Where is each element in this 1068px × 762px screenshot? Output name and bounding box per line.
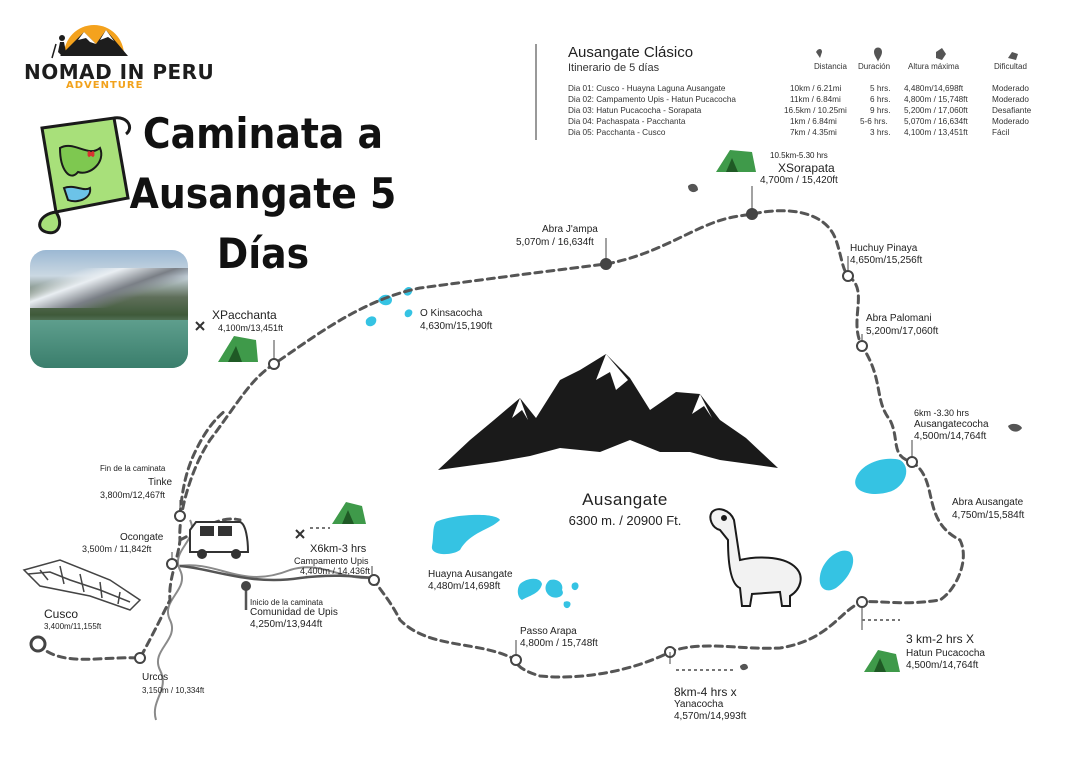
place-upis-start-alt: 4,250m/13,944ft	[250, 619, 323, 630]
itinerary-distance: 1km / 6.84mi	[790, 117, 837, 126]
place-palomani-alt: 5,200m/17,060ft	[866, 326, 939, 337]
place-upis-camp-info: X6km-3 hrs	[310, 543, 367, 555]
itinerary-altitude: 5,070m / 16,634ft	[904, 117, 968, 126]
itinerary-difficulty: Moderado	[992, 117, 1029, 126]
itinerary-duration: 3 hrs.	[870, 128, 891, 137]
map-scroll-icon	[38, 116, 131, 235]
itinerary-altitude: 4,480m/14,698ft	[904, 84, 964, 93]
mountain-name: Ausangate	[582, 490, 668, 509]
place-sorapata-alt: 4,700m / 15,420ft	[760, 175, 838, 186]
place-upis-camp-name: Campamento Upis	[294, 556, 369, 566]
place-upis-camp-alt: 4,400m / 14,436ft	[300, 566, 371, 576]
logo-mark	[60, 25, 128, 56]
place-arapa-name: Passo Arapa	[520, 626, 577, 637]
itinerary-day: Dia 01: Cusco - Huayna Laguna Ausangate	[568, 84, 726, 93]
itinerary-subtitle: Itinerario de 5 días	[568, 62, 660, 74]
place-jampa-alt: 5,070m / 16,634ft	[516, 237, 594, 248]
place-urcos-alt: 3,150m / 10,334ft	[142, 686, 205, 695]
sketch-marks	[310, 527, 900, 671]
itinerary-difficulty: Moderado	[992, 95, 1029, 104]
waypoints	[29, 208, 918, 666]
place-abra-ausangate-alt: 4,750m/15,584ft	[952, 510, 1025, 521]
itinerary-altitude: 5,200m / 17,060ft	[904, 106, 968, 115]
llama-icon	[709, 508, 802, 607]
place-tinke-name: Tinke	[148, 477, 173, 488]
itinerary-day: Dia 03: Hatun Pucacocha - Sorapata	[568, 106, 702, 115]
logo-subtitle: ADVENTURE	[66, 80, 144, 91]
place-hatun-info: 3 km-2 hrs X	[906, 632, 975, 646]
cusco-city-icon	[22, 559, 142, 611]
col-distance: Distancia	[814, 62, 847, 71]
itinerary-duration: 6 hrs.	[870, 95, 891, 104]
place-upis-start-note: Inicio de la caminata	[250, 598, 323, 607]
mountain-altitude: 6300 m. / 20900 Ft.	[568, 513, 682, 528]
rock-icons	[688, 183, 1022, 671]
lake-photo	[30, 250, 188, 368]
place-yanacocha-alt: 4,570m/14,993ft	[674, 711, 747, 722]
place-ausangatecocha-info: 6km -3.30 hrs	[914, 408, 970, 418]
place-pacchanta-name: XPacchanta	[212, 308, 277, 322]
itinerary-day: Dia 02: Campamento Upis - Hatun Pucacoch…	[568, 95, 736, 104]
place-hatun-name: Hatun Pucacocha	[906, 648, 985, 659]
place-ocongate-name: Ocongate	[120, 532, 164, 543]
itinerary-altitude: 4,100m / 13,451ft	[904, 128, 968, 137]
col-altitude: Altura máxima	[908, 62, 960, 71]
itinerary-altitude: 4,800m / 15,748ft	[904, 95, 968, 104]
itinerary-difficulty: Fácil	[992, 128, 1010, 137]
place-jampa-name: Abra J'ampa	[542, 224, 598, 235]
itinerary-distance: 7km / 4.35mi	[790, 128, 837, 137]
itinerary-difficulty: Desafiante	[992, 106, 1032, 115]
place-huayna-name: Huayna Ausangate	[428, 569, 513, 580]
itinerary-duration: 9 hrs.	[870, 106, 891, 115]
place-huchuy-name: Huchuy Pinaya	[850, 243, 918, 254]
hiker-icon	[51, 35, 66, 59]
place-palomani-name: Abra Palomani	[866, 313, 932, 324]
place-kinsacocha-name: O Kinsacocha	[420, 308, 483, 319]
river	[153, 519, 373, 721]
place-yanacocha-info: 8km-4 hrs x	[674, 685, 737, 699]
place-arapa-alt: 4,800m / 15,748ft	[520, 638, 598, 649]
place-upis-start-name: Comunidad de Upis	[250, 607, 338, 618]
place-kinsacocha-alt: 4,630m/15,190ft	[420, 321, 493, 332]
page-title: Caminata a Ausangate 5 Días	[108, 104, 418, 284]
leader-lines	[171, 186, 913, 664]
itinerary-icons	[816, 47, 1018, 62]
place-huchuy-alt: 4,650m/15,256ft	[850, 255, 923, 266]
place-cusco-alt: 3,400m/11,155ft	[44, 622, 102, 631]
place-cusco-name: Cusco	[44, 607, 79, 621]
itinerary-title: Ausangate Clásico	[568, 44, 694, 61]
itinerary-distance: 11km / 6.84mi	[790, 95, 841, 104]
place-ausangatecocha-alt: 4,500m/14,764ft	[914, 431, 987, 442]
itinerary-difficulty: Moderado	[992, 84, 1029, 93]
place-sorapata-name: XSorapata	[778, 161, 835, 175]
place-hatun-alt: 4,500m/14,764ft	[906, 660, 979, 671]
place-sorapata-info: 10.5km-5.30 hrs	[770, 151, 828, 160]
itinerary-distance: 10km / 6.21mi	[790, 84, 842, 93]
place-urcos-name: Urcos	[142, 672, 169, 683]
van-icon	[189, 521, 250, 559]
title-line-1: Caminata a	[142, 109, 384, 158]
itinerary-day: Dia 05: Pacchanta - Cusco	[568, 128, 666, 137]
col-difficulty: Dificultad	[994, 62, 1027, 71]
itinerary-duration: 5-6 hrs.	[860, 117, 888, 126]
place-huayna-alt: 4,480m/14,698ft	[428, 581, 501, 592]
place-abra-ausangate-name: Abra Ausangate	[952, 497, 1024, 508]
place-pacchanta-alt: 4,100m/13,451ft	[218, 323, 284, 333]
place-ausangatecocha-name: Ausangatecocha	[914, 419, 989, 430]
ausangate-mountain-icon	[438, 354, 778, 470]
logo-name: NOMAD IN PERU	[24, 60, 215, 84]
col-duration: Duración	[858, 62, 891, 71]
place-ocongate-alt: 3,500m / 11,842ft	[82, 544, 152, 554]
tent-icon	[218, 150, 900, 672]
place-tinke-alt: 3,800m/12,467ft	[100, 490, 166, 500]
itinerary-duration: 5 hrs.	[870, 84, 891, 93]
itinerary-distance: 16.5km / 10.25mi	[784, 106, 847, 115]
itinerary-day: Dia 04: Pachaspata - Pacchanta	[568, 117, 686, 126]
place-yanacocha-name: Yanacocha	[674, 699, 724, 710]
x-marker-icons	[195, 321, 305, 539]
place-tinke-note: Fin de la caminata	[100, 464, 166, 473]
lakes	[365, 286, 907, 609]
title-line-2: Ausangate 5 Días	[129, 169, 397, 278]
